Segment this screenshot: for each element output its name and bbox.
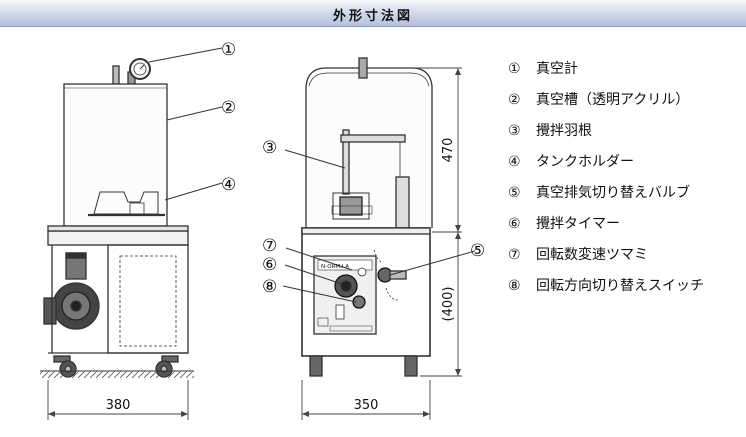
legend-number: ④ <box>508 154 521 170</box>
legend-label: タンクホルダー <box>536 154 634 170</box>
legend-number: ⑧ <box>508 278 521 294</box>
legend-item: ⑤ 真空排気切り替えバルブ <box>508 182 704 213</box>
leader-lines <box>148 47 476 303</box>
legend-label: 回転数変速ツマミ <box>536 247 648 263</box>
dimension-width-right: 350 <box>354 398 379 413</box>
legend-number: ② <box>508 92 521 108</box>
callout-5: ⑤ <box>470 241 485 261</box>
front-view <box>301 57 433 377</box>
legend-item: ③ 攪拌羽根 <box>508 120 704 151</box>
legend-item: ② 真空槽（透明アクリル） <box>508 89 704 120</box>
legend-label: 真空槽（透明アクリル） <box>536 92 690 108</box>
legend-number: ① <box>508 61 521 77</box>
legend-label: 真空排気切り替えバルブ <box>536 185 690 201</box>
callout-3: ③ <box>262 138 277 158</box>
legend-label: 回転方向切り替えスイッチ <box>536 278 704 294</box>
callout-4: ④ <box>221 175 236 195</box>
callout-8: ⑧ <box>262 277 277 297</box>
callout-7: ⑦ <box>262 236 277 256</box>
dimension-width-left: 380 <box>106 398 131 413</box>
legend-item: ⑦ 回転数変速ツマミ <box>508 244 704 275</box>
legend-number: ③ <box>508 123 521 139</box>
dimension-height-base: (400) <box>441 287 456 322</box>
page-title: 外形寸法図 <box>332 9 413 24</box>
legend-item: ④ タンクホルダー <box>508 151 704 182</box>
callout-6: ⑥ <box>262 255 277 275</box>
legend-number: ⑦ <box>508 247 521 263</box>
legend-item: ⑥ 攪拌タイマー <box>508 213 704 244</box>
legend-number: ⑥ <box>508 216 521 232</box>
callout-1: ① <box>221 40 236 60</box>
header-band: 外形寸法図 <box>0 0 746 27</box>
panel-brand-text: N-ORM.I.A <box>321 264 349 270</box>
callout-2: ② <box>221 98 236 118</box>
legend-item: ① 真空計 <box>508 58 704 89</box>
legend-item: ⑧ 回転方向切り替えスイッチ <box>508 275 704 306</box>
dimension-lines <box>47 67 462 420</box>
legend-label: 攪拌羽根 <box>536 123 592 139</box>
parts-legend: ① 真空計 ② 真空槽（透明アクリル） ③ 攪拌羽根 ④ タンクホルダー ⑤ 真空排気切り… <box>508 58 704 306</box>
dimension-height-tank: 470 <box>441 138 456 163</box>
legend-label: 攪拌タイマー <box>536 216 620 232</box>
legend-label: 真空計 <box>536 61 578 77</box>
legend-number: ⑤ <box>508 185 521 201</box>
side-view <box>40 58 194 378</box>
